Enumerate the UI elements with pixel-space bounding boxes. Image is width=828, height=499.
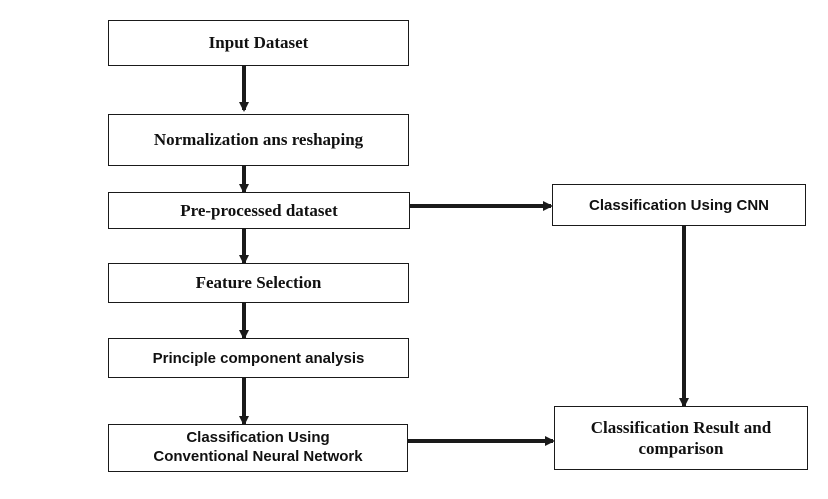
node-feature-selection-label: Feature Selection <box>195 273 322 292</box>
node-classification-cnn: Classification Using CNN <box>552 184 806 226</box>
node-classification-conventional: Classification Using Conventional Neural… <box>108 424 408 472</box>
node-input-dataset-label: Input Dataset <box>208 33 309 52</box>
node-classification-cnn-label: Classification Using CNN <box>588 196 770 214</box>
node-pca: Principle component analysis <box>108 338 409 378</box>
node-input-dataset: Input Dataset <box>108 20 409 66</box>
node-normalization: Normalization ans reshaping <box>108 114 409 166</box>
node-preprocessed: Pre-processed dataset <box>108 192 410 229</box>
node-classification-result-line2: comparison <box>638 439 724 458</box>
node-feature-selection: Feature Selection <box>108 263 409 303</box>
node-classification-result-line1: Classification Result and <box>590 417 772 437</box>
node-classification-result: Classification Result and comparison <box>554 406 808 470</box>
node-preprocessed-label: Pre-processed dataset <box>180 200 338 220</box>
node-normalization-label: Normalization ans reshaping <box>153 130 364 149</box>
node-classification-conventional-line1: Classification Using <box>186 429 330 447</box>
node-classification-conventional-line2: Conventional Neural Network <box>153 448 363 465</box>
node-pca-label: Principle component analysis <box>152 349 365 367</box>
